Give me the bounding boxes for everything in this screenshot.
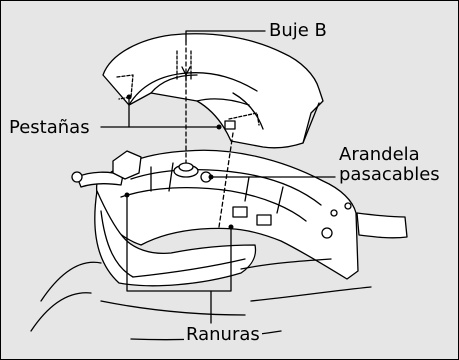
leader-dot-slot-left (125, 193, 130, 198)
leader-dot-grommet (209, 175, 214, 180)
frame-curve-right-2 (241, 259, 331, 269)
grommet-label-line2: pasacables (339, 165, 440, 185)
right-grip (357, 213, 407, 238)
leader-dot-tab-right (217, 125, 222, 130)
body-bolt (322, 228, 332, 238)
tabs-label: Pestañas (7, 118, 92, 138)
body-switch (233, 207, 247, 217)
slots-label: Ranuras (184, 325, 262, 345)
bushing-b-label: Buje B (267, 21, 329, 41)
body-bolt-3 (345, 203, 351, 209)
grommet-label-line1: Arandela (339, 145, 440, 165)
body-switch-2 (257, 215, 271, 225)
grommet-label: Arandela pasacables (337, 145, 442, 185)
leader-dot-slot-right (229, 225, 234, 230)
bushing-b-top (179, 163, 193, 171)
body-bolt-2 (331, 210, 337, 216)
upper-cover (103, 34, 323, 148)
frame-curve-bottom (101, 301, 245, 315)
left-lever-tip (72, 172, 82, 182)
frame-curve-right (251, 287, 371, 301)
frame-curve-left-2 (31, 293, 91, 331)
leader-dot-tab-left (127, 95, 132, 100)
upper-tab-right (225, 121, 235, 129)
